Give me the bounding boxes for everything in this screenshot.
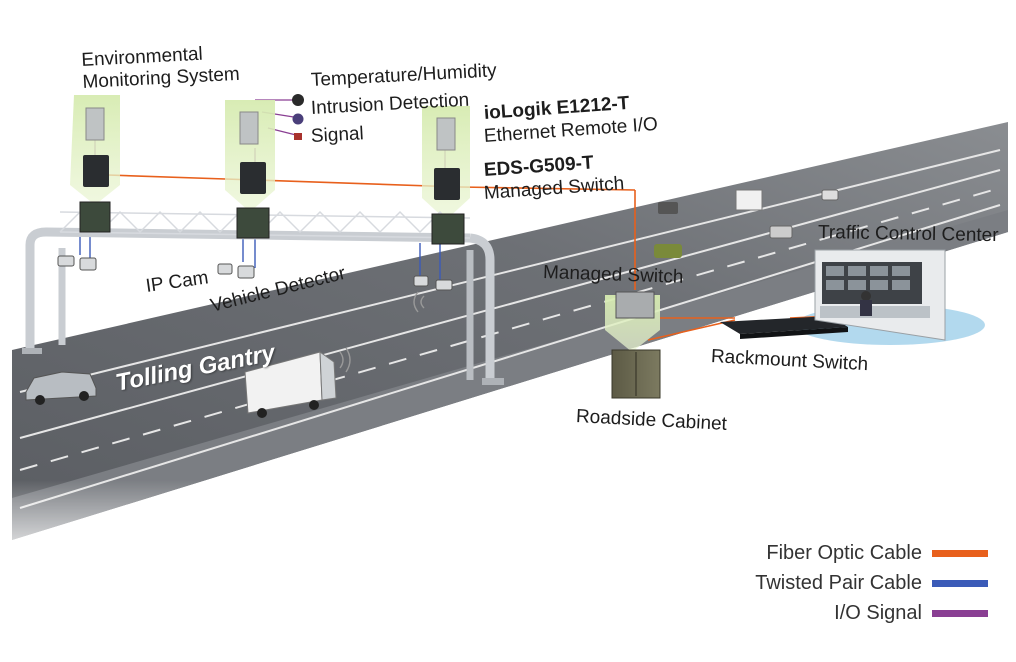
eds-g509-t-switch-devices xyxy=(83,155,460,200)
sensor-icons xyxy=(292,94,304,140)
legend-label-io-signal: I/O Signal xyxy=(834,602,922,624)
roadside-cabinet xyxy=(611,349,661,399)
iologik-e1212-t-devices xyxy=(85,107,456,151)
legend-label-twisted-pair: Twisted Pair Cable xyxy=(755,572,922,594)
traffic-control-center-label: Traffic Control Center xyxy=(817,222,999,247)
distant-vehicles xyxy=(654,189,839,258)
signal-label: Signal xyxy=(310,123,365,147)
road xyxy=(12,122,1008,570)
wireless-wave-icons xyxy=(339,291,425,373)
intrusion-sensor-icon xyxy=(292,113,304,125)
legend-item-io-signal: I/O Signal xyxy=(688,602,988,625)
temperature-sensor-icon xyxy=(292,94,304,106)
traffic-control-center xyxy=(814,249,946,341)
fiber-optic-links xyxy=(107,174,856,341)
env-monitoring-label: Environmental Monitoring System xyxy=(80,43,241,93)
legend-swatch-twisted-pair xyxy=(932,580,988,587)
legend-label-fiber: Fiber Optic Cable xyxy=(766,542,922,564)
legend-item-twisted-pair: Twisted Pair Cable xyxy=(688,572,988,595)
white-truck xyxy=(244,350,337,418)
signal-icon xyxy=(294,133,302,140)
legend-item-fiber: Fiber Optic Cable xyxy=(688,542,988,565)
legend-swatch-io-signal xyxy=(932,610,988,617)
ip-camera-devices xyxy=(57,255,453,291)
legend-swatch-fiber xyxy=(932,550,988,557)
gantry-enclosures xyxy=(79,201,465,245)
managed-switch-device xyxy=(615,291,655,319)
silver-car xyxy=(25,371,97,405)
